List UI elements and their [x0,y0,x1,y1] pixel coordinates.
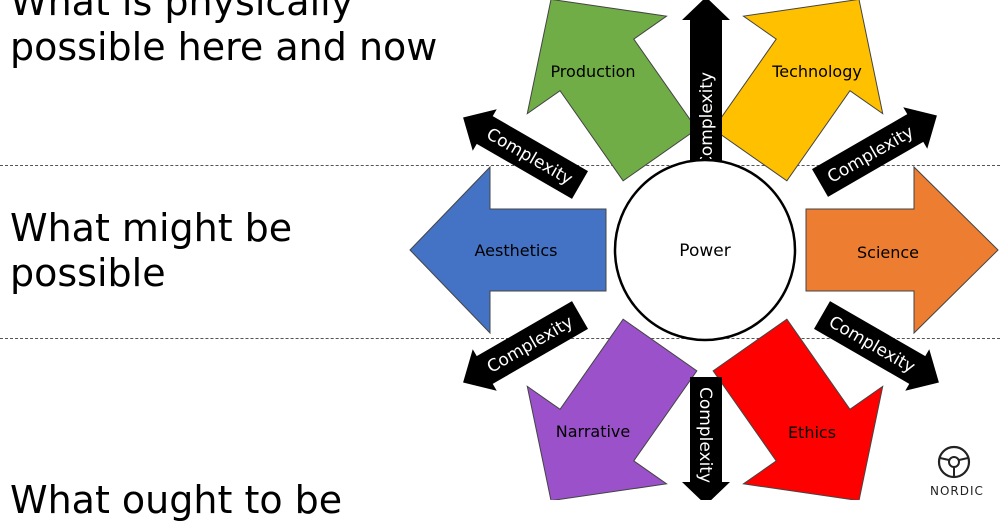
ethics-arrow [712,318,884,500]
middle-statement-line-2: possible [10,251,166,295]
narrative-arrow [526,318,698,500]
logo-text: NORDIC [930,484,984,498]
technology-arrow-shape [712,0,884,182]
top-statement-line-1: What is physically [10,0,354,24]
science-arrow-shape [805,165,999,335]
complexity-label-bottom: Complexity [695,387,715,483]
ethics-label: Ethics [788,423,836,442]
narrative-label: Narrative [556,422,630,441]
power-circle [613,158,797,342]
aesthetics-arrow [409,165,607,335]
power-diagram: Complexity Complexity Complexity Complex… [409,0,999,500]
science-arrow [805,165,999,335]
complexity-arrow-bottom: Complexity [682,377,730,500]
technology-arrow [712,0,884,182]
middle-statement: What might be possible [10,206,292,296]
aesthetics-arrow-shape [409,165,607,335]
complexity-label-top: Complexity [697,72,717,168]
ethics-arrow-shape [712,318,884,500]
technology-label: Technology [771,62,862,81]
production-label: Production [550,62,635,81]
production-arrow-shape [526,0,698,182]
nordic-logo-icon [937,445,971,479]
science-label: Science [857,243,919,262]
divider-top [0,165,1000,166]
middle-statement-line-1: What might be [10,206,293,250]
production-arrow [526,0,698,182]
divider-bottom [0,338,1000,339]
narrative-arrow-shape [526,318,698,500]
top-statement-line-2: possible here and now [10,25,438,69]
top-statement: What is physically possible here and now [10,0,437,70]
power-label: Power [679,241,730,261]
aesthetics-label: Aesthetics [475,241,558,260]
